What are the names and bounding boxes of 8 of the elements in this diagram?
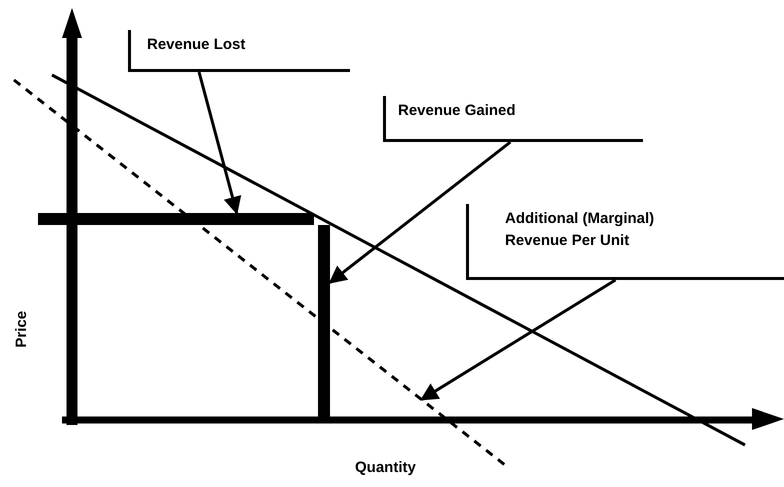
axis-label: Price	[12, 310, 32, 348]
callout-text: Revenue Gained	[397, 101, 517, 121]
leader-arrow	[328, 140, 512, 284]
leader-arrow	[198, 72, 242, 215]
callout-text: Additional (Marginal) Revenue Per Unit	[504, 209, 656, 251]
callout-text: Revenue Lost	[146, 35, 246, 55]
leader-arrow	[420, 278, 616, 401]
axis-label: Quantity	[355, 458, 416, 478]
